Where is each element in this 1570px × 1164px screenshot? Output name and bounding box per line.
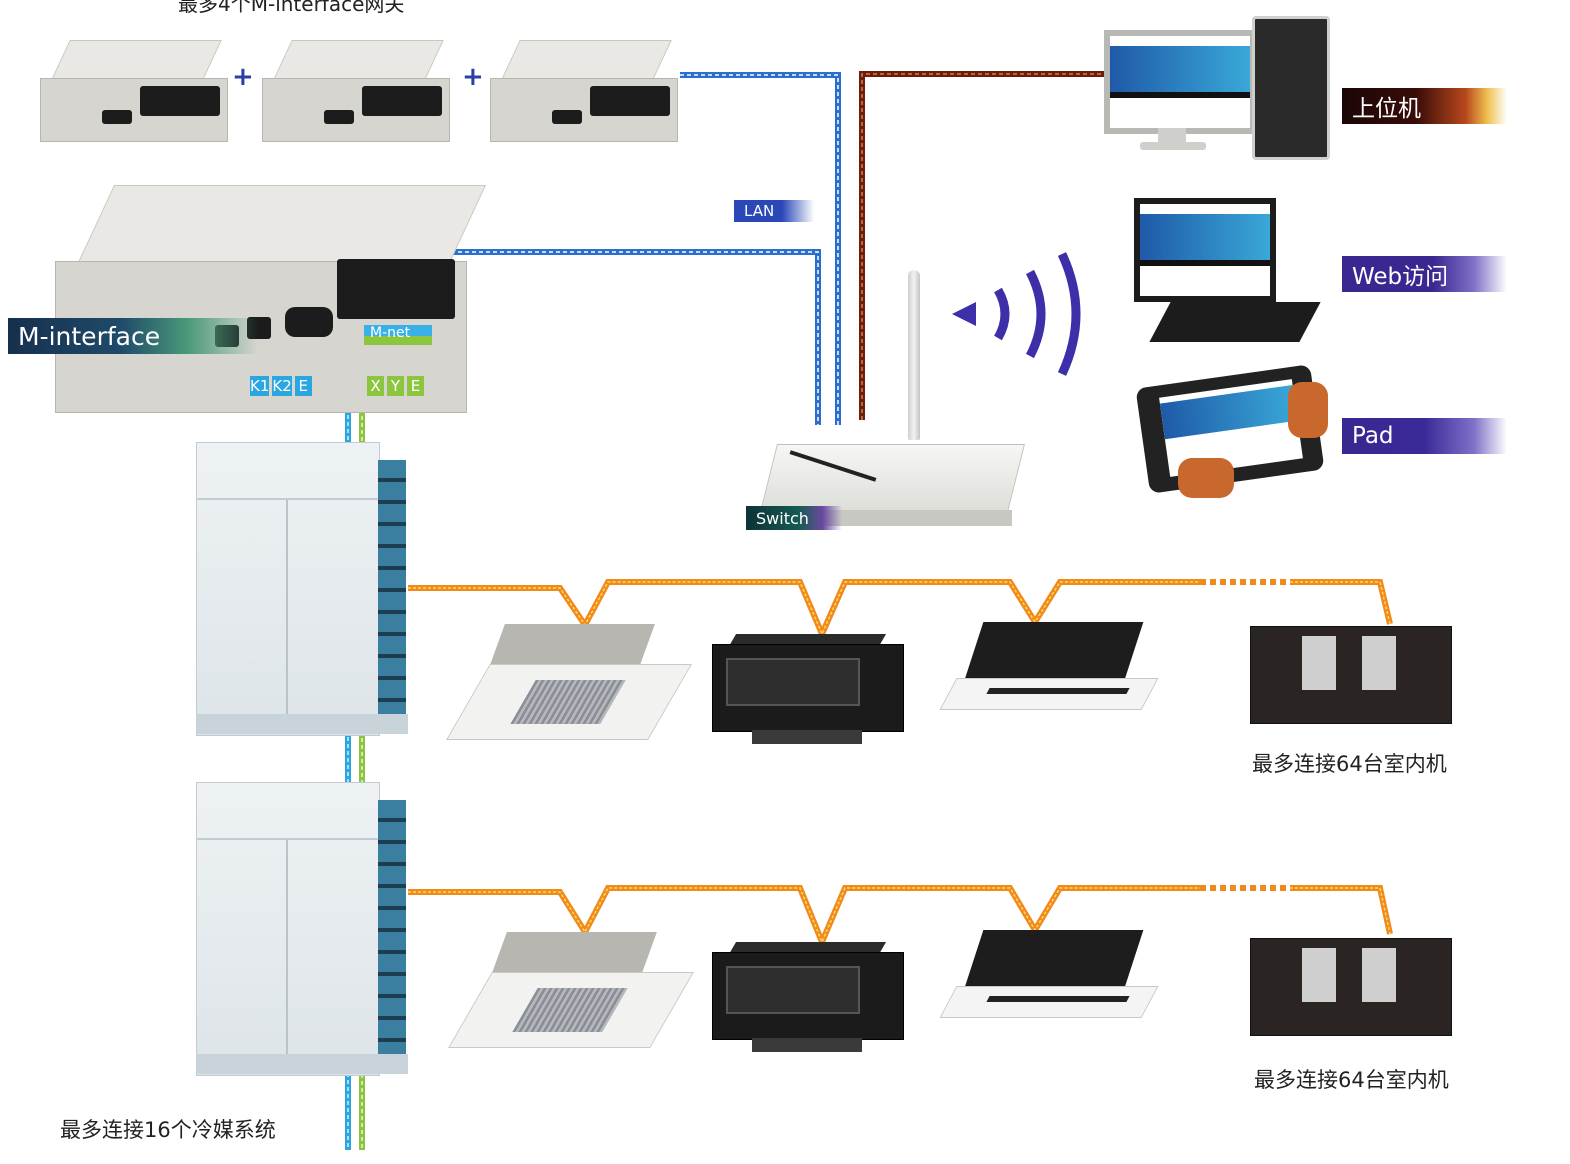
gateway-limit-caption: 最多4个M-interface网关 — [178, 0, 405, 16]
lan-line-gateway3 — [680, 72, 841, 425]
terminal-e: E — [407, 376, 424, 396]
lan-label: LAN — [734, 200, 814, 222]
m-interface-label: M-interface — [8, 318, 258, 354]
pc-line — [859, 71, 1110, 420]
gateway-2 — [262, 40, 452, 150]
outdoor-unit-1 — [196, 442, 408, 736]
indoor-unit-cassette — [448, 932, 694, 1052]
terminal-e: E — [294, 376, 312, 396]
tablet — [1135, 362, 1338, 502]
gateway-1 — [40, 40, 230, 150]
k-bus-terminals: K1 K2 E — [250, 376, 312, 396]
indoor-unit-cassette — [446, 624, 692, 744]
gateway-3 — [490, 40, 680, 150]
host-pc-label: 上位机 — [1342, 88, 1507, 124]
terminal-k2: K2 — [272, 376, 292, 396]
laptop — [1130, 198, 1340, 348]
switch-label: Switch — [746, 506, 842, 530]
wifi-signal-icon — [994, 252, 1081, 376]
outdoor-unit-2 — [196, 782, 408, 1076]
indoor-unit-concealed-duct — [1250, 616, 1455, 728]
indoor-limit-caption-2: 最多连接64台室内机 — [1254, 1068, 1449, 1092]
indoor-limit-caption-1: 最多连接64台室内机 — [1252, 752, 1447, 776]
host-pc — [1100, 10, 1360, 160]
indoor-unit-duct — [712, 634, 907, 746]
terminal-y: Y — [387, 376, 404, 396]
xye-bus-terminals: X Y E — [367, 376, 424, 396]
plus-icon: + — [232, 62, 254, 92]
indoor-unit-duct — [712, 942, 907, 1054]
indoor-unit-concealed-duct — [1250, 928, 1455, 1040]
terminal-x: X — [367, 376, 384, 396]
m-net-label: M-net — [364, 325, 432, 345]
wifi-source-triangle — [952, 302, 976, 326]
indoor-unit-one-way-cassette — [939, 622, 1163, 722]
indoor-unit-one-way-cassette — [939, 930, 1163, 1030]
system-limit-caption: 最多连接16个冷媒系统 — [60, 1118, 276, 1142]
web-access-label: Web访问 — [1342, 256, 1507, 292]
terminal-k1: K1 — [250, 376, 270, 396]
pad-label: Pad — [1342, 418, 1507, 454]
plus-icon: + — [462, 62, 484, 92]
